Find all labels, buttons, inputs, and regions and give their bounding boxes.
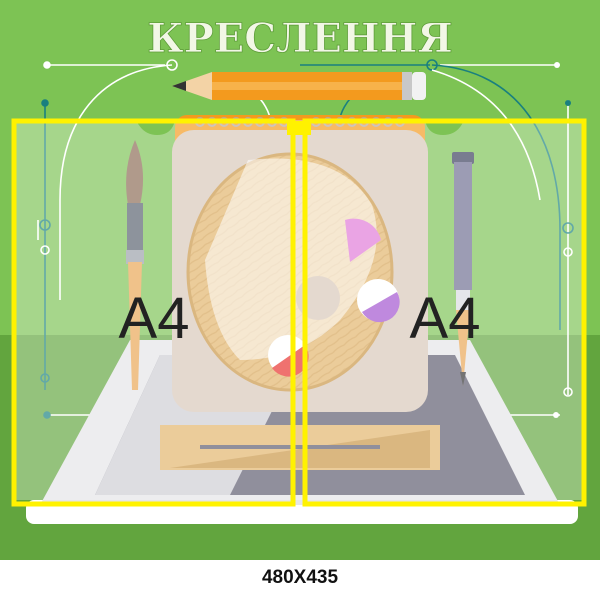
- pocket-divider: [287, 121, 311, 135]
- paint-brush: [126, 140, 144, 390]
- size-caption: 480X435: [262, 567, 339, 588]
- ruler-triangle: [160, 425, 440, 470]
- pocket-right-label: A4: [410, 286, 481, 351]
- stand-title: КРЕСЛЕННЯ: [147, 15, 453, 62]
- pocket-left-frame[interactable]: [11, 118, 296, 507]
- pencil: [172, 72, 426, 100]
- marker-pen: [452, 152, 474, 386]
- pocket-panel: [14, 120, 586, 500]
- pocket-left-label: A4: [119, 286, 190, 351]
- pocket-right-frame[interactable]: [302, 118, 587, 507]
